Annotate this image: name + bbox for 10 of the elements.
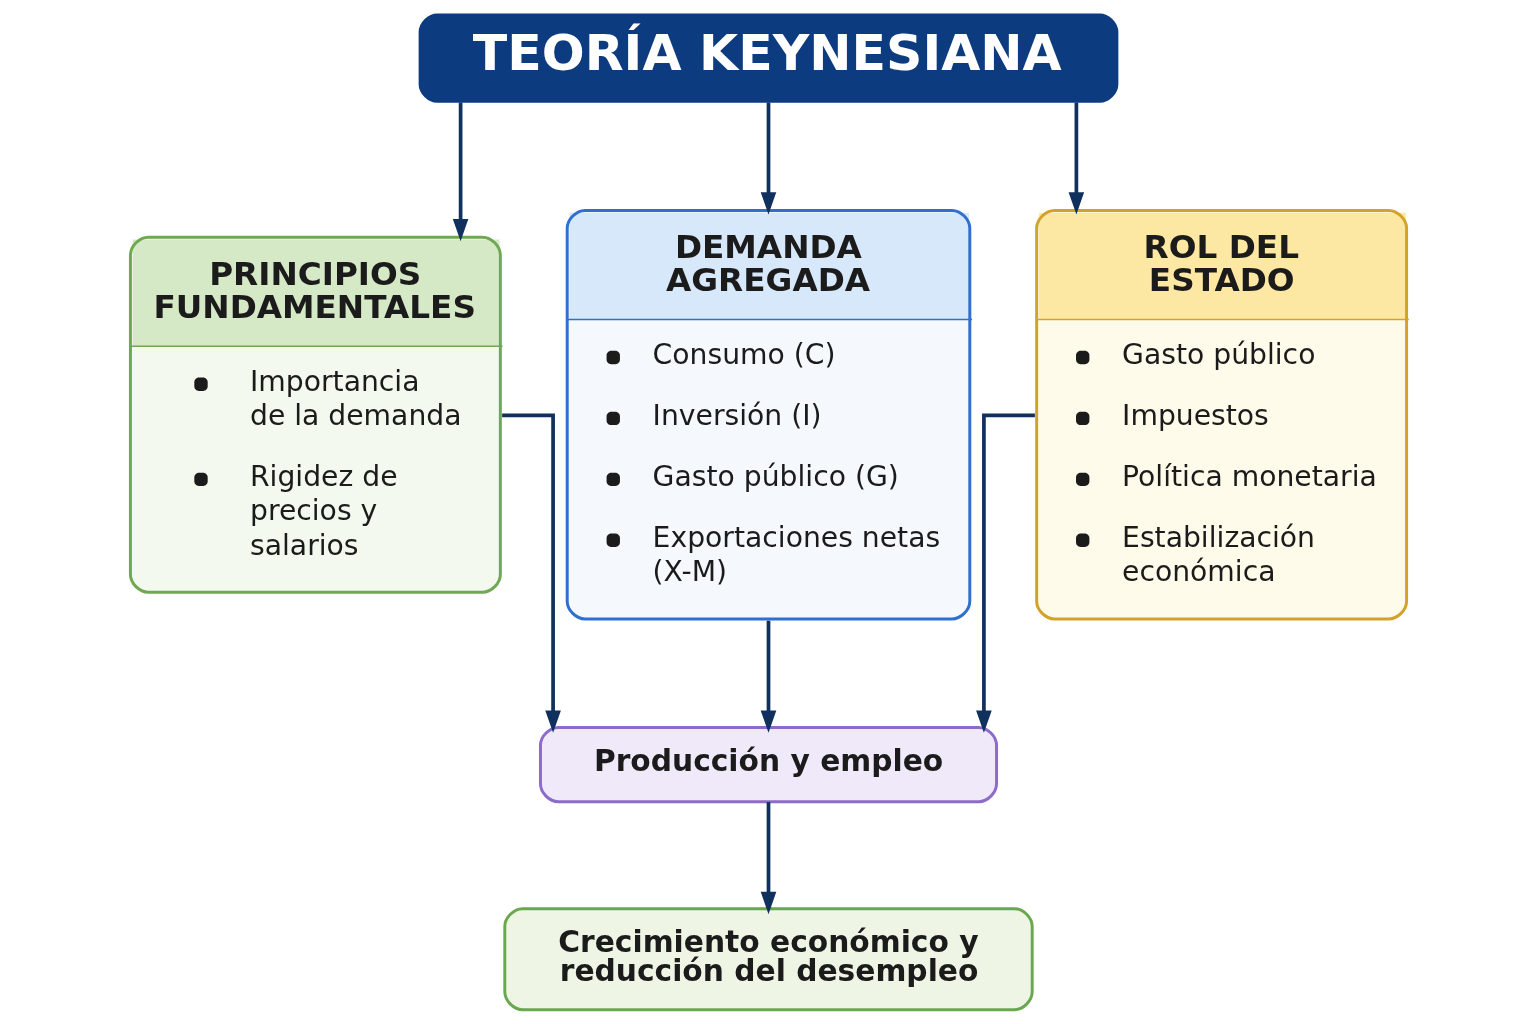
arrow <box>501 413 561 733</box>
arrow <box>760 802 776 915</box>
arrow <box>975 413 1035 733</box>
arrow <box>760 620 776 733</box>
node-box: Crecimiento económico y reducción del desempleo <box>502 907 1034 1012</box>
arrow <box>760 102 776 215</box>
node-box: Producción y empleo <box>538 725 998 804</box>
node-box: TEORÍA KEYNESIANA <box>418 13 1118 103</box>
arrow <box>1068 102 1084 215</box>
arrow <box>452 102 468 242</box>
